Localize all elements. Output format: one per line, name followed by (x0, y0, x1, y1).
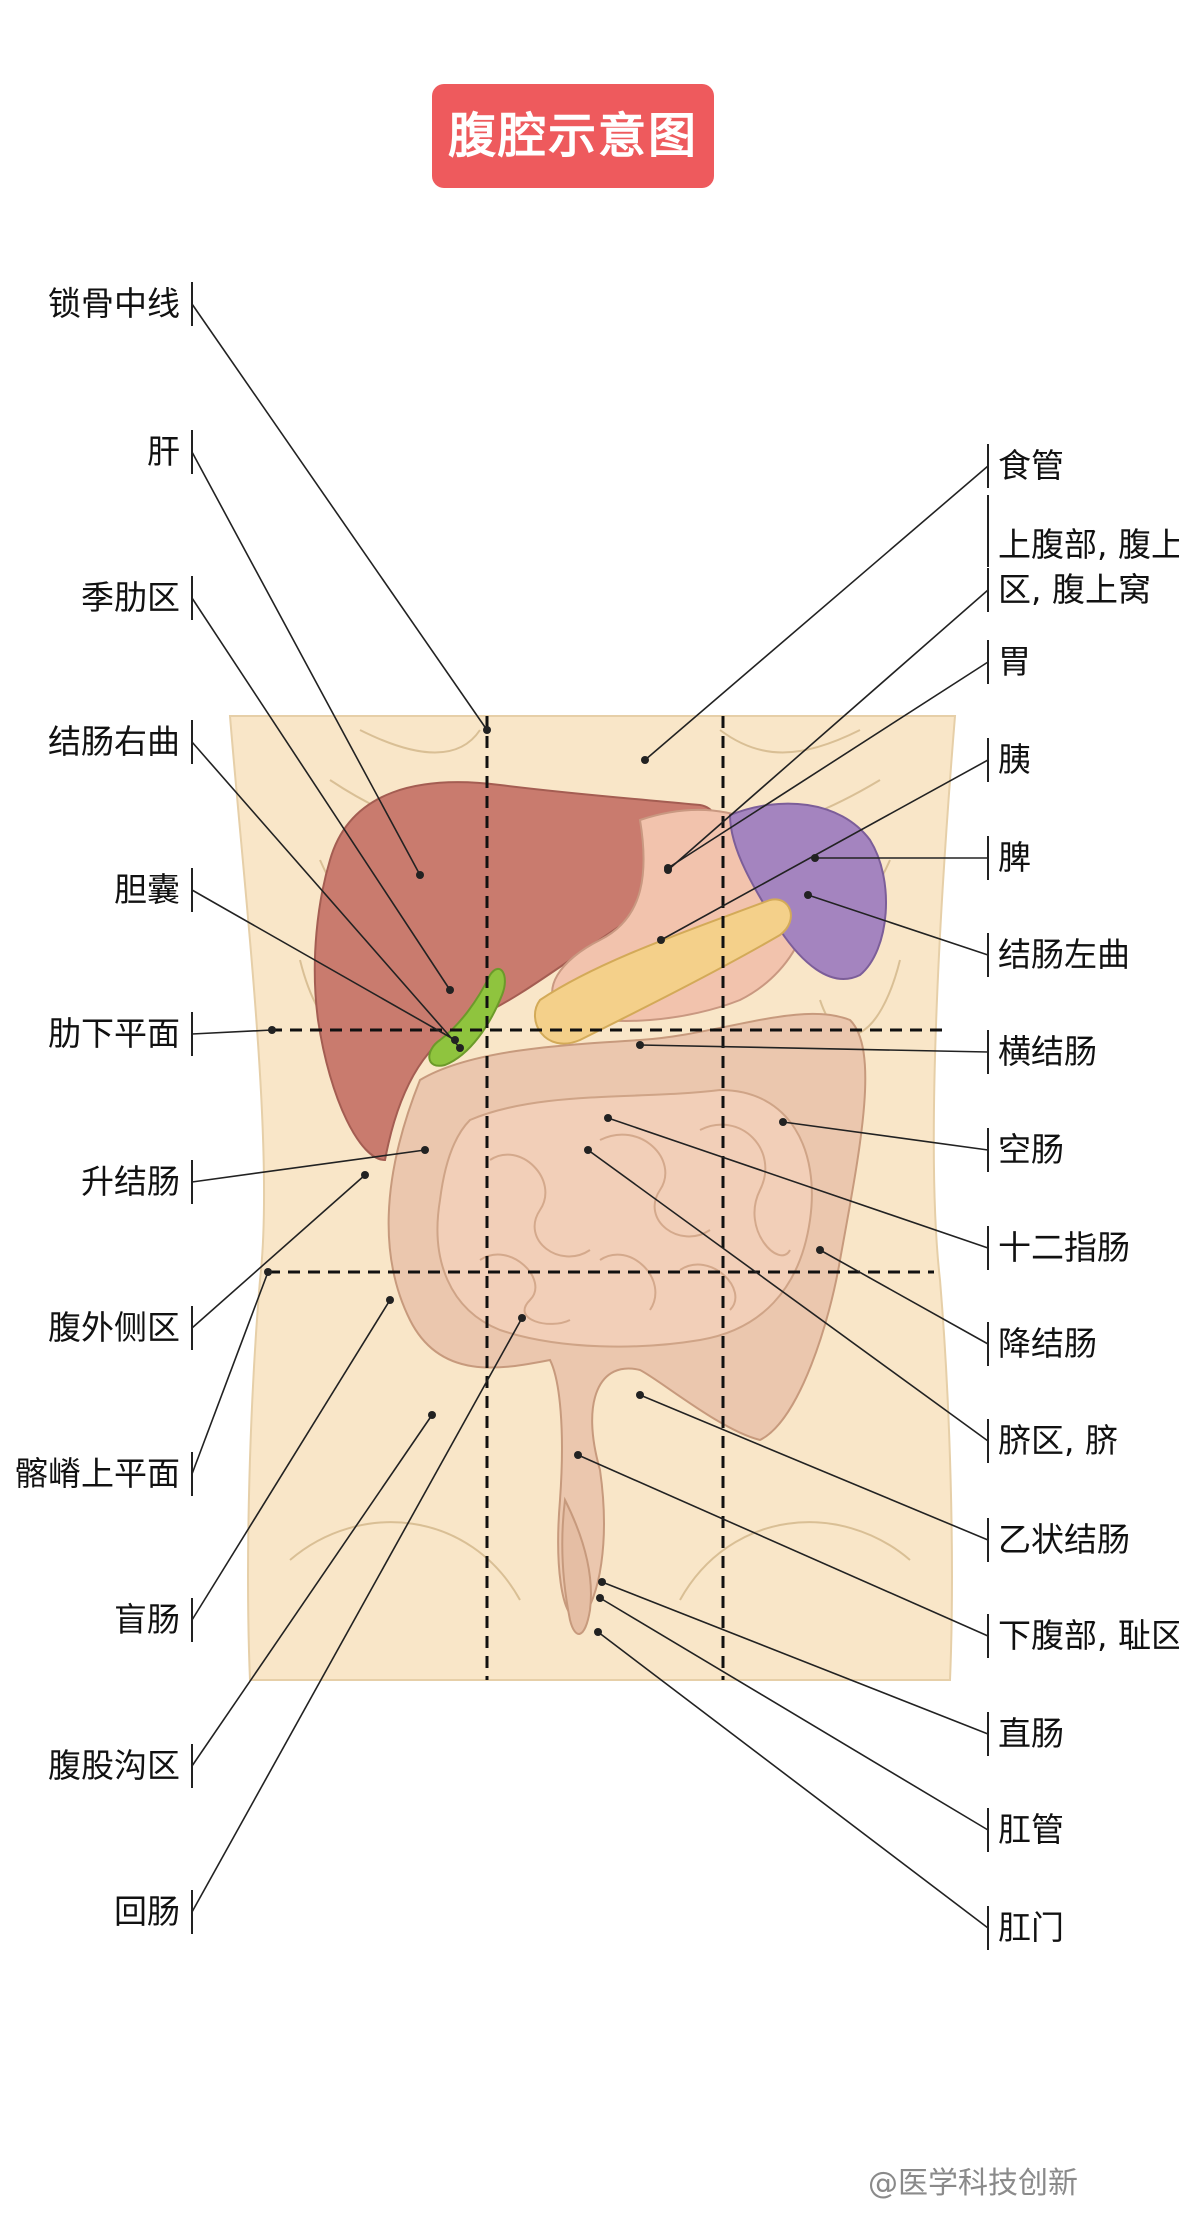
leader-dot (604, 1114, 612, 1122)
leader-right (587, 1149, 989, 1442)
leader-dot (641, 756, 649, 764)
leader-dot (451, 1036, 459, 1044)
label-left-2: 季肋区 (81, 578, 180, 617)
leader-right (599, 1597, 989, 1831)
leader-left (191, 741, 461, 1049)
leader-left (191, 451, 421, 876)
leader-dot (779, 1118, 787, 1126)
watermark: @医学科技创新 (868, 2166, 1078, 2201)
leader-dot (421, 1146, 429, 1154)
leader-left (191, 1299, 391, 1621)
leader-dot (518, 1314, 526, 1322)
small-intestine (436, 1088, 813, 1348)
leader-right (660, 759, 989, 941)
leader-right (782, 1121, 989, 1151)
leader-right (667, 661, 989, 869)
label-left-5: 肋下平面 (48, 1014, 180, 1053)
label-left-0: 锁骨中线 (48, 284, 180, 323)
leader-left (191, 1414, 433, 1767)
leader-dot (416, 871, 424, 879)
leader-dot (598, 1578, 606, 1586)
leader-lines (191, 303, 989, 1929)
label-right-16: 肛门 (998, 1908, 1064, 1947)
leader-dot (574, 1451, 582, 1459)
label-right-5: 脾 (998, 838, 1031, 877)
rectum (561, 1496, 592, 1635)
label-right-3: 胃 (998, 642, 1031, 681)
leader-dot (811, 854, 819, 862)
leader-dot (664, 864, 672, 872)
label-left-3: 结肠右曲 (48, 722, 180, 761)
leader-left (191, 1149, 426, 1183)
label-brackets (191, 282, 989, 1950)
leader-dot (264, 1268, 272, 1276)
leader-right (597, 1631, 989, 1929)
label-right-7: 横结肠 (998, 1032, 1097, 1071)
label-right-11: 脐区, 脐 (998, 1421, 1118, 1460)
page-title: 腹腔示意图 (432, 84, 714, 188)
gallbladder (428, 967, 506, 1067)
leader-left (191, 303, 488, 731)
label-right-6: 结肠左曲 (998, 935, 1130, 974)
label-right-0: 食管 (998, 446, 1064, 485)
leader-dot (657, 936, 665, 944)
label-left-6: 升结肠 (81, 1162, 180, 1201)
leader-dot (596, 1594, 604, 1602)
leader-right (639, 1394, 989, 1541)
leader-dot (386, 1296, 394, 1304)
leader-left (191, 1317, 523, 1913)
label-left-8: 髂嵴上平面 (15, 1454, 180, 1493)
leader-dot (361, 1171, 369, 1179)
leader-dot (584, 1146, 592, 1154)
leader-dot (594, 1628, 602, 1636)
label-right-14: 直肠 (998, 1714, 1064, 1753)
leader-left (191, 1029, 273, 1035)
label-right-8: 空肠 (998, 1130, 1064, 1169)
label-right-13: 下腹部, 耻区 (998, 1616, 1179, 1655)
label-left-1: 肝 (147, 432, 180, 471)
label-left-11: 回肠 (114, 1892, 180, 1931)
label-right-10: 降结肠 (998, 1324, 1097, 1363)
label-right-1: 上腹部, 腹上 (998, 525, 1179, 564)
leader-dot (483, 726, 491, 734)
label-right-12: 乙状结肠 (998, 1520, 1130, 1559)
label-right-15: 肛管 (998, 1810, 1064, 1849)
label-right-4: 胰 (998, 740, 1031, 779)
label-right-9: 十二指肠 (998, 1228, 1130, 1267)
label-left-4: 胆囊 (114, 870, 180, 909)
leader-dots (264, 726, 824, 1636)
leader-right (639, 1044, 989, 1053)
label-left-7: 腹外侧区 (48, 1308, 180, 1347)
leader-left (191, 597, 451, 991)
leader-right (667, 589, 989, 871)
leader-right (607, 1117, 989, 1249)
leader-right (577, 1454, 989, 1637)
label-left-9: 盲肠 (114, 1600, 180, 1639)
leader-left (191, 889, 456, 1041)
leader-right (819, 1249, 989, 1345)
leader-right (601, 1581, 989, 1735)
leader-dot (456, 1044, 464, 1052)
intestine-loops (479, 1123, 791, 1325)
leader-dot (804, 891, 812, 899)
leader-left (191, 1174, 366, 1329)
leader-dot (636, 1391, 644, 1399)
leader-right (644, 465, 989, 761)
label-left-10: 腹股沟区 (48, 1746, 180, 1785)
leader-right (807, 894, 989, 956)
label-right-2: 区, 腹上窝 (998, 570, 1151, 609)
leader-dot (636, 1041, 644, 1049)
leader-dot (268, 1026, 276, 1034)
leader-dot (446, 986, 454, 994)
leader-left (191, 1271, 269, 1475)
leader-dot (816, 1246, 824, 1254)
leader-dot (428, 1411, 436, 1419)
